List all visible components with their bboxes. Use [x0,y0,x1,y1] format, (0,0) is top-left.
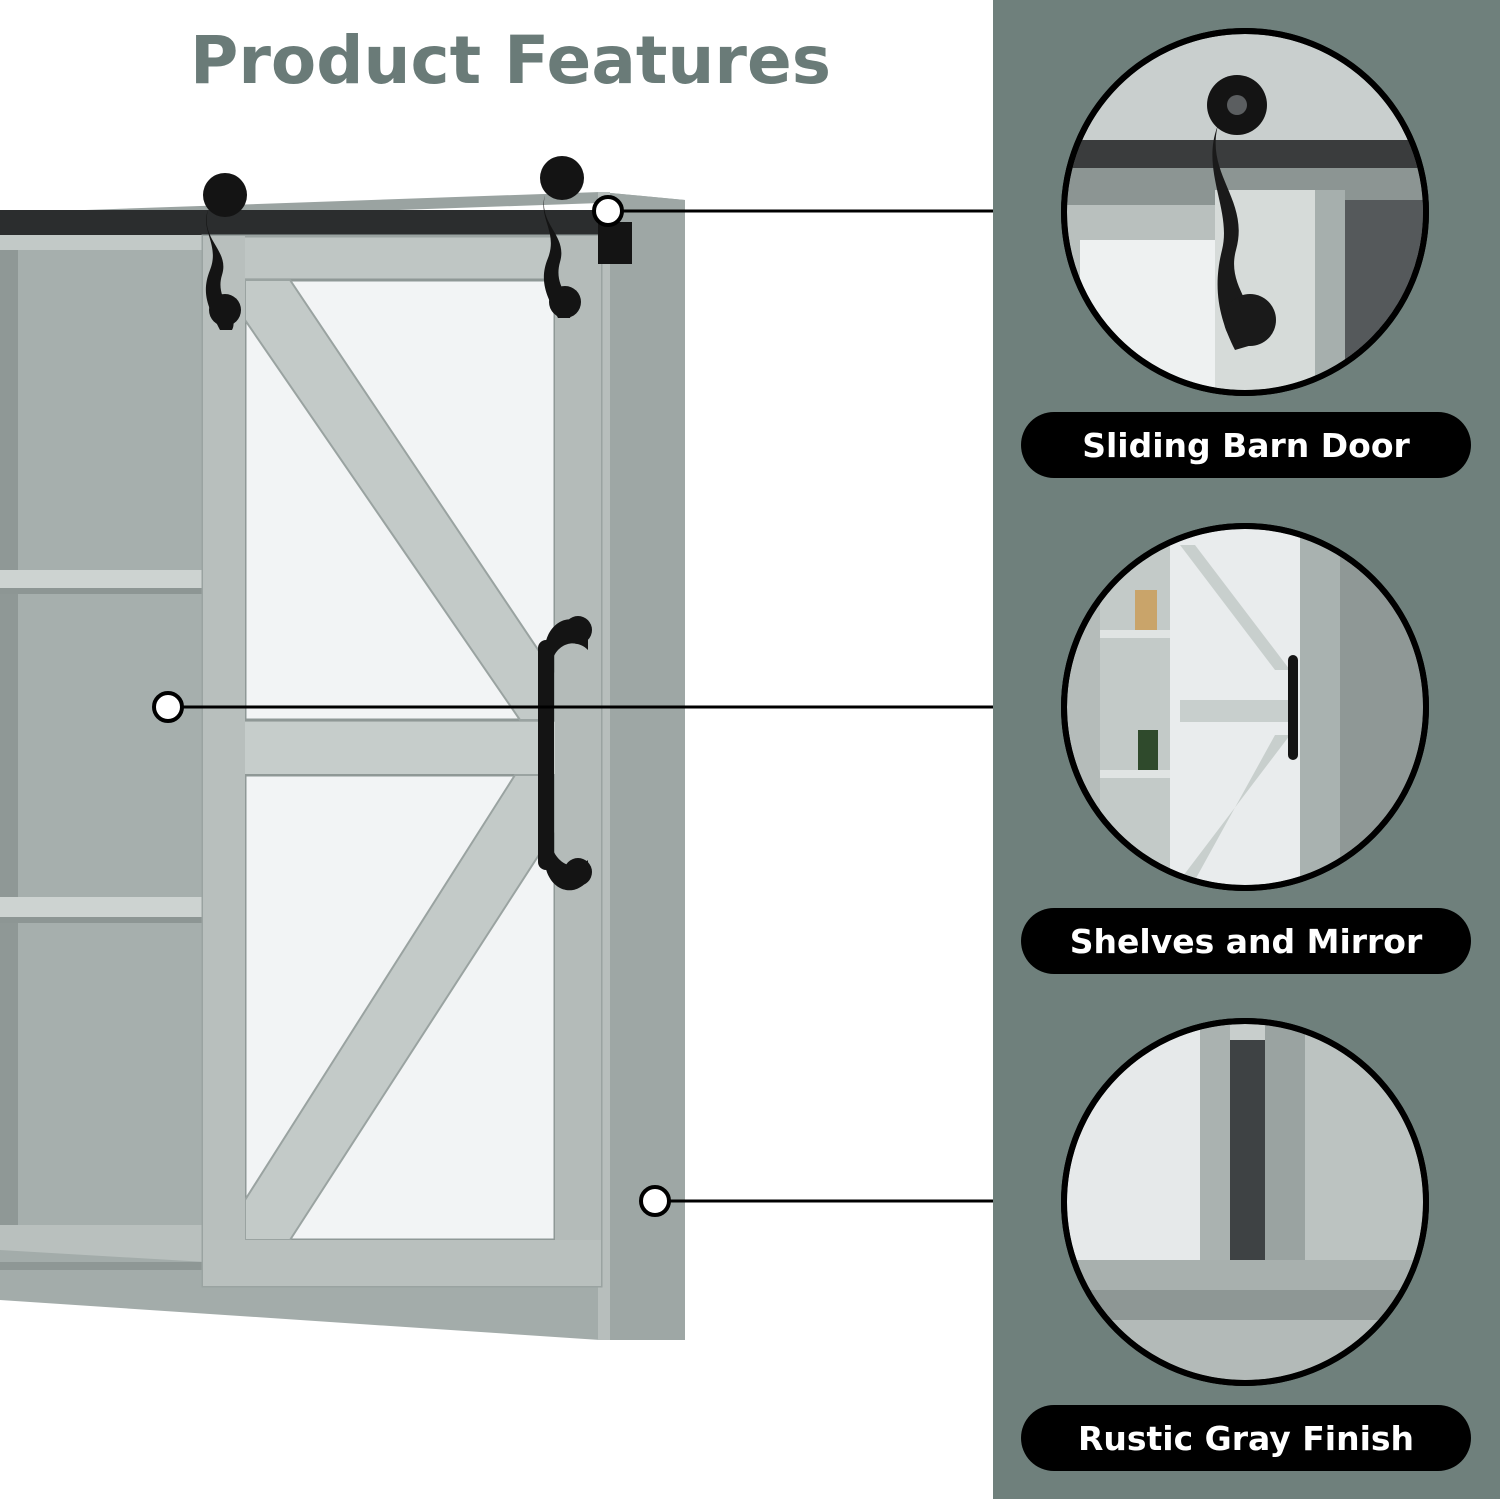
callout-dot [639,1185,671,1217]
callouts [152,195,1068,1217]
feature-label-sliding-barn-door: Sliding Barn Door [1021,412,1471,478]
cabinet [0,192,685,1340]
feature-label-shelves-and-mirror: Shelves and Mirror [1021,908,1471,974]
page-title: Product Features [190,22,831,99]
callout-dot [152,691,184,723]
feature-label-rustic-gray-finish: Rustic Gray Finish [1021,1405,1471,1471]
callout-dot [592,195,624,227]
barn-door [201,234,603,1288]
barn-door-hardware [203,156,632,891]
barn-door-roller-icon [1061,28,1429,396]
shelf [0,897,205,919]
wood-finish-icon [1061,1018,1429,1386]
shelf [0,570,205,590]
shelves-mirror-icon [1061,523,1429,891]
